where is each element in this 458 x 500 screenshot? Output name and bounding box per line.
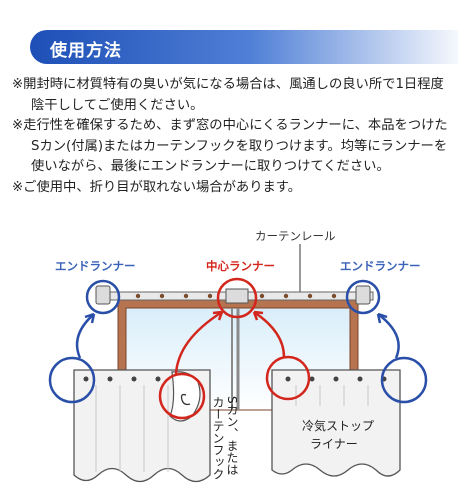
curtain-end-circle-right [380,356,428,404]
end-runner-label-right: エンドランナー [340,259,421,273]
hook-label-line2: カーテンフック [211,396,225,480]
note-odor: ※開封時に材質特有の臭いが気になる場合は、風通しの良い所で1日程度陰干ししてご使… [12,77,444,113]
curtain-panel-right [271,369,401,477]
end-runner-label-left: エンドランナー [55,259,136,273]
hook-label: Sカン、または カーテンフック [211,396,239,480]
section-title: 使用方法 [50,41,122,61]
curtain-panel-left [73,369,211,483]
note-creases: ※ご使用中、折り目が取れない場合があります。 [12,179,302,195]
end-runner-circle-left [85,279,121,315]
center-runner-label: 中心ランナー [206,259,275,273]
center-runner-circle [216,277,258,319]
liner-label-line1: 冷気ストップ [302,418,374,433]
curtain-end-circle-left [48,356,96,404]
liner-label-line2: ライナー [310,437,358,451]
curtain-rail [95,285,374,305]
hook-label-line1: Sカン、または [225,396,239,476]
rail-label: カーテンレール [255,229,336,243]
installation-diagram: カーテンレール エンドランナー 中心ランナー エンドランナー [48,229,428,483]
section-header: 使用方法 [30,30,458,64]
curtain-hook-circle [158,372,206,420]
end-runner-circle-right [345,279,381,315]
curtain-center-circle [265,355,311,401]
usage-notes: ※開封時に材質特有の臭いが気になる場合は、風通しの良い所で1日程度陰干ししてご使… [12,75,452,198]
note-installation: ※走行性を確保するため、まず窓の中心にくるランナーに、本品をつけたSカン(付属)… [12,118,448,174]
connection-arrows [75,310,400,375]
